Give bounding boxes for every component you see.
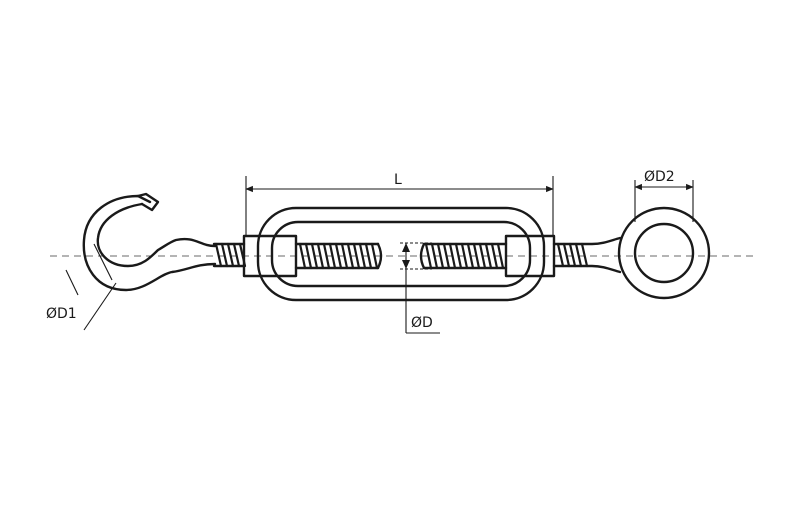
thread-stroke bbox=[580, 242, 589, 268]
frame-outer bbox=[256, 206, 546, 302]
thread-stroke bbox=[304, 242, 313, 270]
thread-stroke bbox=[232, 242, 241, 268]
thread-stroke bbox=[226, 242, 235, 268]
thread-stroke bbox=[358, 242, 367, 270]
thread-stroke bbox=[448, 242, 457, 270]
d1-label: ØD1 bbox=[46, 306, 77, 322]
thread-stroke bbox=[220, 242, 229, 268]
thread-stroke bbox=[454, 242, 463, 270]
thread-stroke bbox=[346, 242, 355, 270]
thread-stroke bbox=[460, 242, 469, 270]
eye-shank-top bbox=[552, 236, 622, 246]
eye-end bbox=[617, 206, 711, 300]
thread-stroke bbox=[364, 242, 373, 270]
thread-stroke bbox=[424, 242, 433, 270]
eye-inner-ring bbox=[633, 222, 695, 284]
thread-stroke bbox=[484, 242, 493, 270]
l-label: L bbox=[394, 172, 402, 188]
frame-inner bbox=[270, 220, 532, 288]
thread-stroke bbox=[310, 242, 319, 270]
d-label: ØD bbox=[411, 315, 433, 331]
thread-stroke bbox=[472, 242, 481, 270]
hook-end bbox=[82, 192, 246, 292]
thread-stroke bbox=[334, 242, 343, 270]
thread-stroke bbox=[352, 242, 361, 270]
d-arrow-top bbox=[402, 243, 410, 252]
rod-diameter-dimension: ØD bbox=[400, 242, 440, 334]
eye-outer-ring bbox=[617, 206, 711, 300]
right-rod-thread-group bbox=[424, 242, 505, 270]
thread-stroke bbox=[568, 242, 577, 268]
d1-ext-line-a bbox=[65, 269, 79, 296]
thread-stroke bbox=[562, 242, 571, 268]
left-rod-thread-group bbox=[298, 242, 379, 270]
thread-stroke bbox=[316, 242, 325, 270]
turnbuckle-frame bbox=[256, 206, 546, 302]
d1-ext-line-b bbox=[93, 243, 113, 281]
thread-stroke bbox=[556, 242, 565, 268]
thread-stroke bbox=[436, 242, 445, 270]
thread-stroke bbox=[214, 242, 223, 268]
thread-stroke bbox=[466, 242, 475, 270]
hook-outer-curve bbox=[96, 202, 217, 268]
thread-stroke bbox=[298, 242, 307, 270]
thread-stroke bbox=[328, 242, 337, 270]
left-nut bbox=[242, 234, 298, 278]
hook-thread-group bbox=[214, 242, 247, 268]
thread-stroke bbox=[442, 242, 451, 270]
eye-thread-group bbox=[556, 242, 589, 268]
right-rod-end bbox=[419, 242, 426, 270]
thread-stroke bbox=[340, 242, 349, 270]
d-arrow-bottom bbox=[402, 260, 410, 269]
thread-stroke bbox=[322, 242, 331, 270]
eye-shank bbox=[552, 236, 622, 274]
thread-stroke bbox=[370, 242, 379, 270]
thread-stroke bbox=[430, 242, 439, 270]
hook-inner-curve bbox=[82, 194, 217, 292]
hook-tip bbox=[136, 192, 160, 212]
hook-diameter-dimension: ØD1 bbox=[46, 243, 117, 331]
thread-stroke bbox=[490, 242, 499, 270]
d2-label: ØD2 bbox=[644, 169, 675, 185]
length-dimension: L bbox=[245, 172, 554, 236]
thread-stroke bbox=[574, 242, 583, 268]
eye-diameter-dimension: ØD2 bbox=[634, 169, 694, 222]
right-nut bbox=[504, 234, 556, 278]
left-rod-end bbox=[376, 242, 383, 270]
d1-dim-line bbox=[83, 282, 117, 331]
thread-stroke bbox=[496, 242, 505, 270]
eye-shank-bottom bbox=[552, 264, 622, 274]
thread-stroke bbox=[478, 242, 487, 270]
